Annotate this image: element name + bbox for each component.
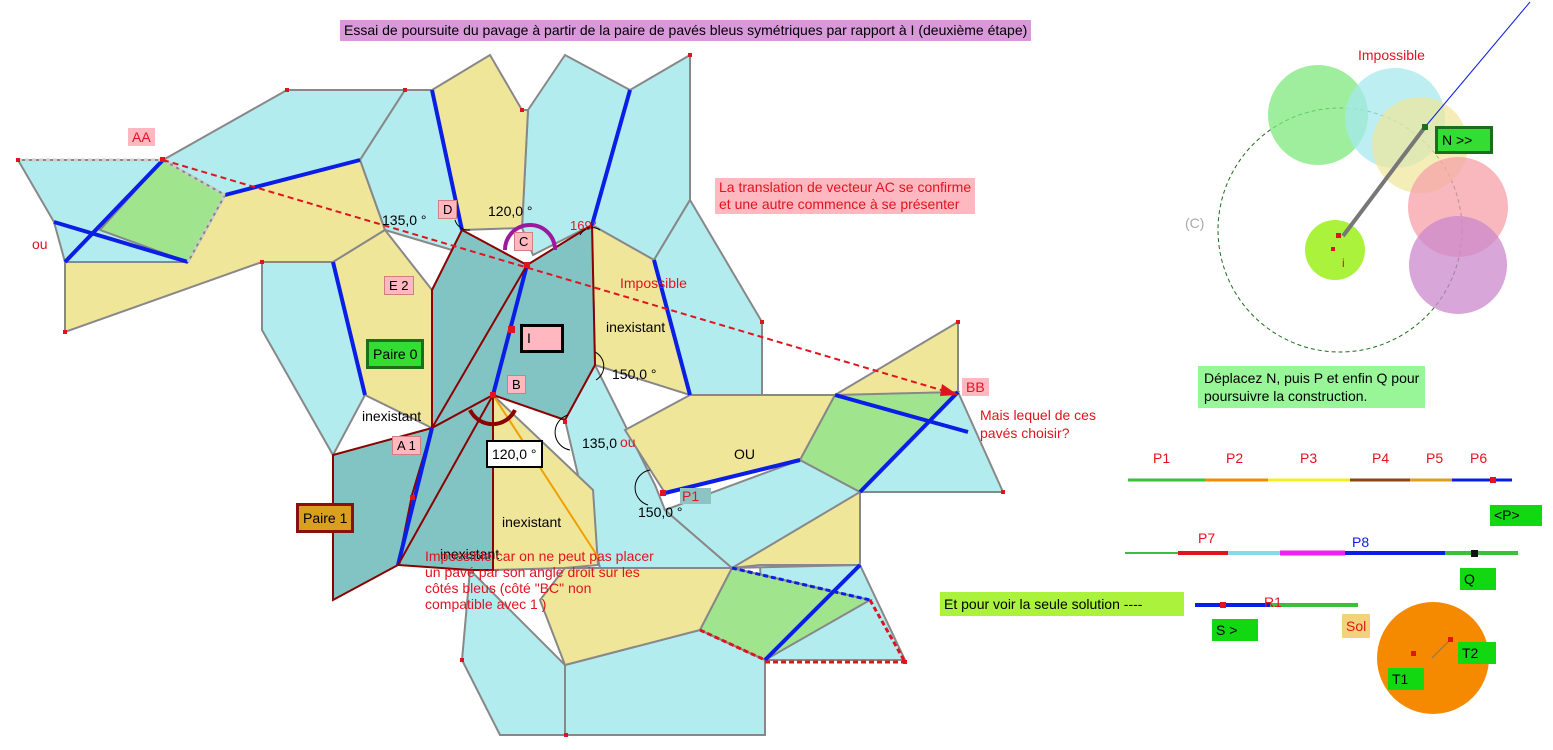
- P-button[interactable]: <P>: [1490, 505, 1542, 526]
- point-B[interactable]: B: [507, 375, 526, 394]
- point-AA[interactable]: AA: [128, 128, 155, 146]
- point-i: i: [1342, 256, 1345, 270]
- impossible-note-line3: côtés bleus (côté "BC" non: [425, 580, 592, 596]
- slider-label-P4: P4: [1372, 450, 1390, 466]
- angle-135-top: 135,0 °: [382, 212, 427, 228]
- T2-button[interactable]: T2: [1458, 642, 1496, 664]
- impossible-note-line4: compatible avec 1 ): [425, 596, 547, 612]
- angle-150-low: 150,0 °: [638, 504, 683, 520]
- angle-169: 169°: [570, 218, 597, 233]
- point-E2[interactable]: E 2: [384, 276, 414, 295]
- ou-mid: ou: [620, 434, 636, 450]
- question-line1: Mais lequel de ces: [980, 407, 1096, 423]
- translation-note: La translation de vecteur AC se confirme…: [715, 178, 976, 214]
- inexistant-1: inexistant: [606, 319, 666, 335]
- ou-caps: OU: [734, 446, 755, 462]
- slider-label-P3: P3: [1300, 450, 1318, 466]
- point-P1[interactable]: P1: [680, 488, 712, 504]
- instruction-box: Déplacez N, puis P et enfin Q pour pours…: [1198, 366, 1426, 408]
- angle-120-box[interactable]: 120,0 °: [486, 440, 543, 468]
- point-D[interactable]: D: [438, 200, 458, 219]
- slider-label-R1: R1: [1264, 594, 1282, 610]
- point-BB[interactable]: BB: [962, 378, 989, 396]
- S-button[interactable]: S >: [1212, 619, 1258, 641]
- angle-150-mid: 150,0 °: [612, 366, 657, 382]
- circle-label: (C): [1185, 215, 1205, 231]
- ou-left: ou: [32, 236, 48, 252]
- point-C[interactable]: C: [514, 232, 534, 251]
- inexistant-4: inexistant: [440, 546, 500, 562]
- slider-label-P8: P8: [1352, 534, 1370, 550]
- inexistant-2: inexistant: [362, 408, 422, 424]
- translation-arrowhead: [940, 384, 958, 396]
- angle-120-top: 120,0 °: [488, 203, 533, 219]
- T1-button[interactable]: T1: [1388, 668, 1424, 690]
- slider-track-1[interactable]: [1128, 477, 1512, 483]
- translation-vector: [162, 159, 959, 396]
- slider-track-2[interactable]: [1125, 550, 1518, 557]
- instruction-line2: poursuivre la construction.: [1204, 388, 1368, 404]
- paire-0-button[interactable]: Paire 0: [366, 339, 425, 369]
- solution-prompt: Et pour voir la seule solution ----: [940, 592, 1184, 616]
- impossible-note: Impossible car on ne peut pas placer un …: [425, 548, 654, 612]
- slider-label-P5: P5: [1426, 450, 1444, 466]
- orange-line: [492, 394, 601, 561]
- paire-1-button[interactable]: Paire 1: [296, 503, 355, 533]
- question-note: Mais lequel de ces pavés choisir?: [980, 406, 1096, 442]
- construction-lines: [397, 264, 528, 566]
- impossible-note-line1: Impossible car on ne peut pas placer: [425, 548, 654, 564]
- angle-135-mid: 135,0: [582, 435, 618, 451]
- vertex-points[interactable]: [16, 53, 1005, 737]
- page-title: Essai de poursuite du pavage à partir de…: [340, 20, 1032, 41]
- point-A1[interactable]: A 1: [392, 436, 421, 455]
- circle-diagram: [1217, 1, 1531, 353]
- slider-label-P2: P2: [1226, 450, 1244, 466]
- impossible-top: Impossible: [1358, 47, 1425, 63]
- angle-arcs: [454, 219, 651, 506]
- slider-label-P7: P7: [1198, 530, 1216, 546]
- translation-note-line2: et une autre commence à se présenter: [719, 196, 960, 212]
- impossible-mid: Impossible: [620, 275, 687, 291]
- slider-label-P6: P6: [1470, 450, 1488, 466]
- inexistant-3: inexistant: [502, 514, 562, 530]
- impossible-note-line2: un pavé par son angle droit sur les: [425, 564, 640, 580]
- N-button[interactable]: N >>: [1435, 126, 1493, 154]
- dashed-edges: [18, 158, 907, 664]
- instruction-line1: Déplacez N, puis P et enfin Q pour: [1204, 370, 1420, 386]
- slider-label-P1: P1: [1153, 450, 1171, 466]
- translation-note-line1: La translation de vecteur AC se confirme: [719, 179, 972, 195]
- slider-track-3[interactable]: [1195, 602, 1358, 608]
- Q-button[interactable]: Q: [1460, 568, 1496, 590]
- point-I[interactable]: I: [520, 324, 564, 353]
- question-line2: pavés choisir?: [980, 425, 1070, 441]
- sol-label[interactable]: Sol: [1342, 614, 1371, 638]
